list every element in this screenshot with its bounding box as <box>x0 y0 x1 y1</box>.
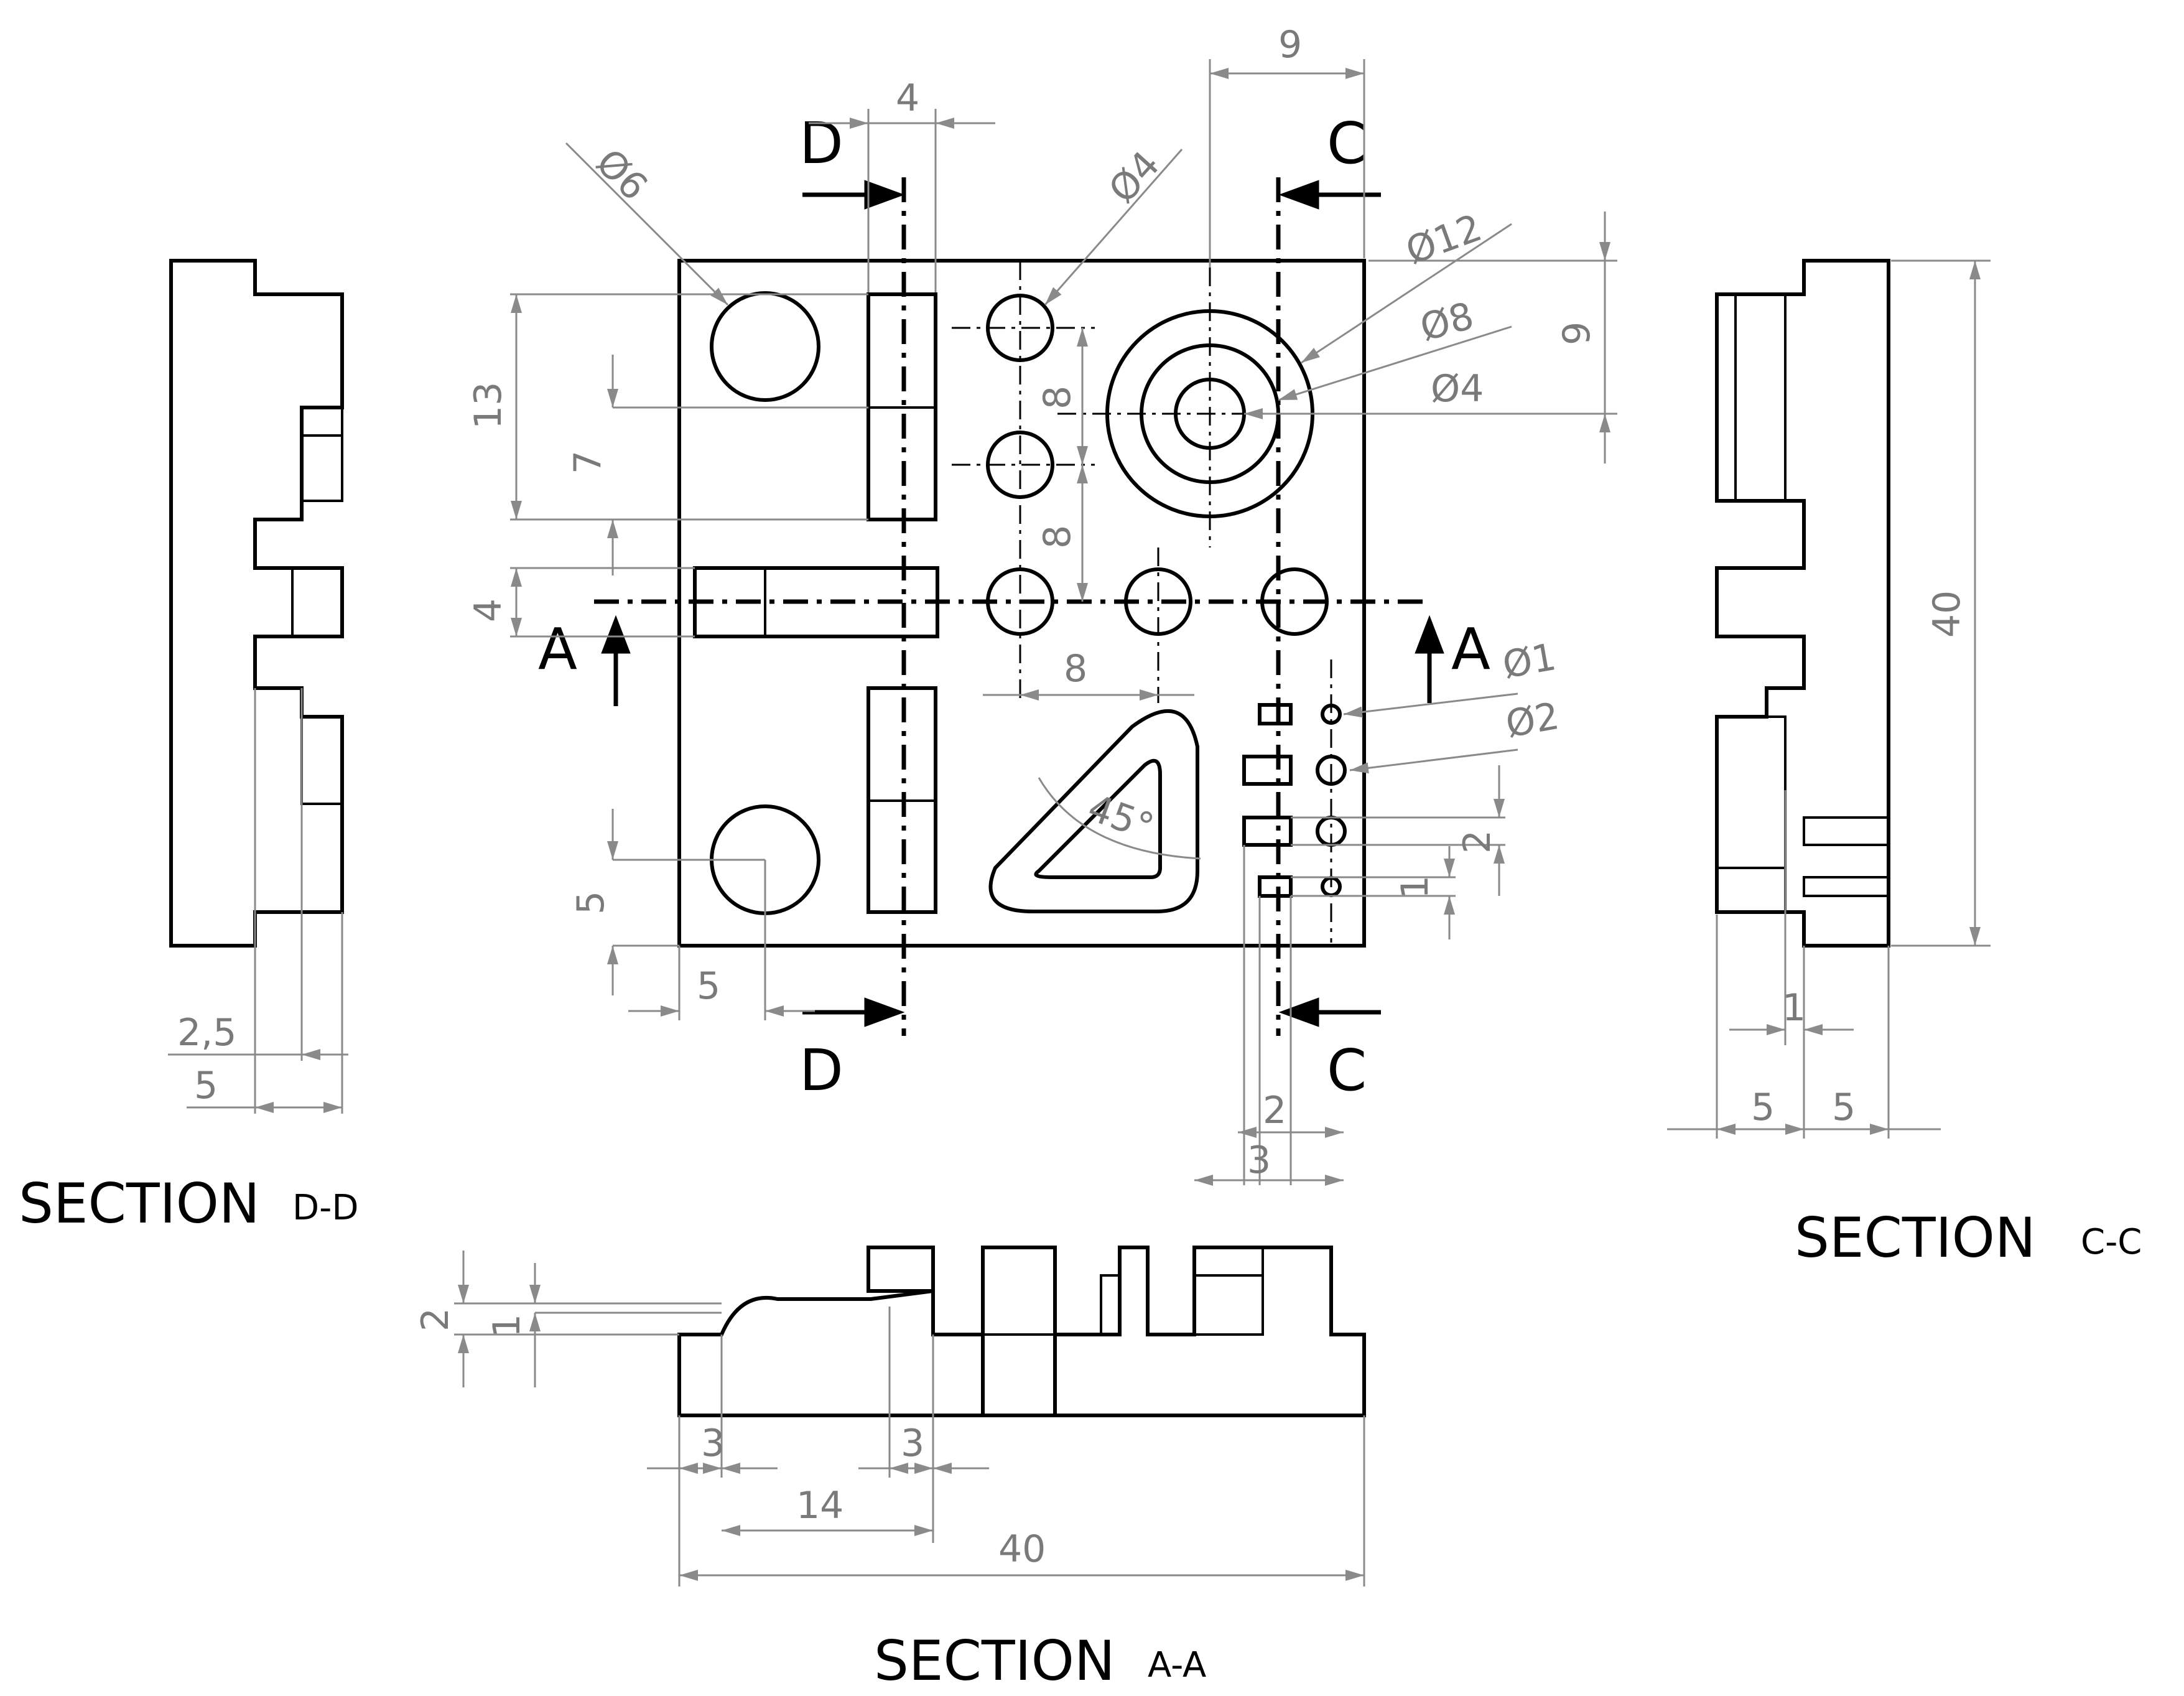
section-mark-c-bottom: C <box>1327 1037 1367 1104</box>
section-aa-bore <box>1193 1246 1264 1336</box>
section-cc-sub: C-C <box>2081 1222 2142 1262</box>
dim-aa-14: 14 <box>796 1484 843 1527</box>
micro-slot-2 <box>1242 755 1293 786</box>
section-dd-view: 2,5 5 SECTION D-D <box>19 259 358 1236</box>
section-aa-slot-top <box>867 1246 935 1293</box>
section-cc-slot-1 <box>1803 876 1890 897</box>
dim-cc-5b: 5 <box>1832 1086 1856 1129</box>
dim-aa-1: 1 <box>485 1314 529 1338</box>
dim-dia12: Ø12 <box>1400 206 1487 273</box>
dim-left-7: 7 <box>566 450 610 474</box>
dim-small-1: 1 <box>1393 875 1437 899</box>
dim-aa-3a: 3 <box>701 1422 725 1465</box>
dim-bottom-3: 3 <box>1247 1139 1271 1182</box>
dim-cc-1: 1 <box>1782 986 1806 1030</box>
dim-pitch-8a: 8 <box>1036 386 1079 409</box>
section-dd-body <box>169 259 344 948</box>
dim-dia1: Ø1 <box>1499 635 1559 687</box>
section-dd-lower-slot <box>300 715 343 805</box>
dim-dd-5: 5 <box>194 1064 218 1107</box>
section-arrows <box>601 180 1444 1027</box>
section-dd-title: SECTION <box>19 1172 260 1236</box>
dim-dia8: Ø8 <box>1416 294 1479 350</box>
dim-dd-25: 2,5 <box>177 1011 236 1055</box>
dim-cc-5a: 5 <box>1751 1086 1775 1129</box>
dim-pitch-8b: 8 <box>1036 525 1079 549</box>
dim-aa-2: 2 <box>414 1308 457 1331</box>
dim-left-5: 5 <box>569 891 613 915</box>
main-dimension-lines <box>510 59 1617 1186</box>
micro-slot-3 <box>1242 816 1293 847</box>
section-cc-slot-2 <box>1803 816 1890 846</box>
dim-dia4-bore: Ø4 <box>1431 367 1484 411</box>
section-cc-bore <box>1716 293 1787 502</box>
dim-left-13: 13 <box>467 382 510 429</box>
section-dd-hole <box>300 406 343 502</box>
section-aa-through-slot <box>981 1246 1057 1417</box>
dim-top-4: 4 <box>896 77 919 120</box>
dim-pitch-8c: 8 <box>1064 647 1087 691</box>
section-aa-step <box>1100 1274 1121 1336</box>
dim-top-9: 9 <box>1278 23 1302 67</box>
section-aa-body <box>677 1246 1366 1417</box>
micro-slot-1 <box>1258 703 1293 725</box>
dim-left-4: 4 <box>467 599 510 622</box>
main-top-view: D D C C A A <box>467 23 1617 1186</box>
triangle-pocket-inner <box>1034 758 1162 879</box>
section-mark-a-left: A <box>538 616 577 683</box>
dim-right-9: 9 <box>1555 322 1599 345</box>
section-aa-title: SECTION <box>874 1629 1115 1693</box>
dim-dia4-hole: Ø4 <box>1100 143 1168 212</box>
section-dd-slot <box>291 567 343 638</box>
section-mark-d-top: D <box>799 110 843 177</box>
section-cc-title: SECTION <box>1795 1206 2036 1270</box>
section-mark-a-right: A <box>1451 616 1490 683</box>
triangle-pocket-outer <box>988 709 1199 913</box>
dim-small-2: 2 <box>1456 830 1499 854</box>
section-aa-view: 2 1 3 3 14 40 SECTION A-A <box>414 1246 1366 1693</box>
hole-dia6-top <box>710 291 820 402</box>
dim-angle45: 45° <box>1082 786 1159 849</box>
micro-slot-4 <box>1258 875 1293 898</box>
dim-cc-40: 40 <box>1925 590 1969 638</box>
section-mark-d-bottom: D <box>799 1037 843 1104</box>
dim-bottom-5: 5 <box>697 964 720 1008</box>
dim-bottom-2: 2 <box>1263 1089 1286 1132</box>
section-aa-sub: A-A <box>1148 1645 1206 1685</box>
section-cc-view: 40 1 5 5 SECTION C-C <box>1667 259 2142 1270</box>
dim-dia6: Ø6 <box>587 141 656 209</box>
section-mark-c-top: C <box>1327 110 1367 177</box>
section-cc-lower-slot <box>1716 715 1787 913</box>
dim-dia2: Ø2 <box>1502 694 1562 747</box>
section-dd-sub: D-D <box>292 1188 358 1228</box>
dim-aa-3b: 3 <box>901 1422 924 1465</box>
dim-aa-40: 40 <box>998 1527 1046 1571</box>
